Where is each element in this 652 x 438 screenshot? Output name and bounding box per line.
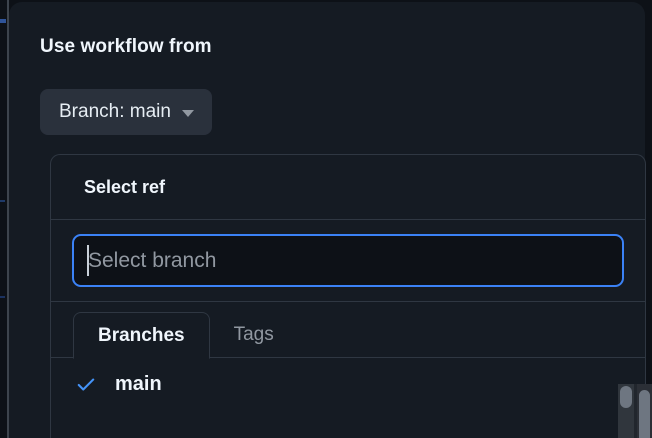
page-scrollbar-thumb[interactable] (639, 390, 650, 438)
ref-list: main (51, 358, 645, 438)
page-left-rule (7, 0, 9, 438)
inner-list-scrollbar-thumb[interactable] (620, 386, 632, 408)
tab-tags[interactable]: Tags (210, 311, 298, 358)
list-item[interactable]: main (51, 358, 645, 410)
select-ref-panel: Select ref Branches Tags main (50, 154, 646, 438)
ref-filter-row (51, 220, 645, 302)
page-scrollbar[interactable] (637, 384, 652, 438)
branch-selector-button[interactable]: Branch: main (40, 89, 212, 135)
list-item-label: main (115, 372, 162, 395)
select-ref-title: Select ref (84, 176, 166, 197)
check-icon (77, 378, 95, 391)
ref-tabs: Branches Tags (51, 302, 645, 359)
inner-list-scrollbar[interactable] (618, 384, 634, 438)
accent-tick-middle (0, 200, 5, 202)
tab-branches[interactable]: Branches (73, 312, 210, 359)
chevron-down-icon (181, 110, 194, 117)
page-title: Use workflow from (40, 36, 212, 57)
scrollbar-divider (634, 384, 637, 438)
accent-tick-top (0, 19, 6, 23)
accent-tick-lower (0, 296, 5, 298)
search-input[interactable] (72, 234, 624, 287)
branch-selector-label: Branch: main (59, 101, 171, 122)
use-workflow-dialog: Use workflow from Branch: main Select re… (9, 2, 646, 438)
page-left-gutter (0, 0, 8, 438)
select-ref-header: Select ref (51, 155, 645, 220)
ref-filter-wrap (72, 234, 624, 287)
tabs-underline (51, 357, 645, 358)
text-cursor (87, 245, 89, 276)
